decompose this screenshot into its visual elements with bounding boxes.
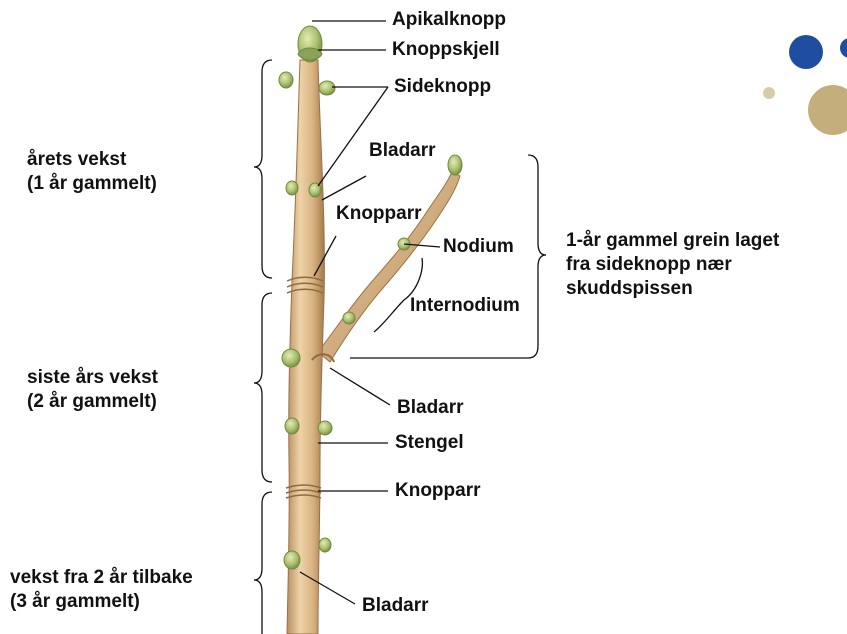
group-branch-line1: 1-år gammel grein laget [566,229,779,253]
lateral-bud [284,551,300,569]
label-internodium: Internodium [410,295,520,317]
leader-sideknopp-2 [318,87,388,186]
group-branch: 1-år gammel grein laget fra sideknopp næ… [566,229,779,301]
main-stem [287,60,324,634]
group-year1-line1: årets vekst [27,148,157,172]
group-branch-line2: fra sideknopp nær [566,253,779,277]
label-stengel: Stengel [395,432,464,454]
small-dot [763,87,775,99]
group-year3-line1: vekst fra 2 år tilbake [10,566,193,590]
label-bladarr-mid: Bladarr [397,397,464,419]
label-bladarr-bottom: Bladarr [362,595,429,617]
leader-bladarr-top [322,176,366,200]
label-knoppskjell: Knoppskjell [392,39,500,61]
label-nodium: Nodium [443,236,514,258]
group-year3: vekst fra 2 år tilbake (3 år gammelt) [10,566,193,614]
brace-year1 [254,60,272,278]
group-year1-line2: (1 år gammelt) [27,172,157,196]
group-year3-line2: (3 år gammelt) [10,590,193,614]
plant-illustration [279,26,462,634]
label-sideknopp: Sideknopp [394,76,491,98]
label-apikalknopp: Apikalknopp [392,9,506,31]
lateral-bud [319,81,335,95]
brace-year2 [254,293,272,482]
group-year1: årets vekst (1 år gammelt) [27,148,157,196]
lateral-bud [285,418,299,434]
group-year2-line1: siste års vekst [27,366,158,390]
brace-year3 [254,492,272,634]
side-branch [318,172,460,362]
label-bladarr-top: Bladarr [369,140,436,162]
lateral-bud [343,312,355,324]
lateral-bud [318,421,332,435]
branch-tip-bud [448,155,462,175]
blue-dot [789,35,823,69]
group-year2-line2: (2 år gammelt) [27,390,158,414]
leader-bladarr-mid [330,368,390,405]
group-branch-line3: skuddspissen [566,277,779,301]
lateral-bud [286,181,298,195]
label-knopparr-bottom: Knopparr [395,480,481,502]
decorative-dots [763,35,847,135]
lateral-bud [279,72,293,88]
gold-dot [808,85,847,135]
lateral-bud [282,349,300,367]
group-year2: siste års vekst (2 år gammelt) [27,366,158,414]
label-knopparr-top: Knopparr [336,203,422,225]
lateral-bud [319,538,331,552]
blue-dot-partial [840,38,847,58]
